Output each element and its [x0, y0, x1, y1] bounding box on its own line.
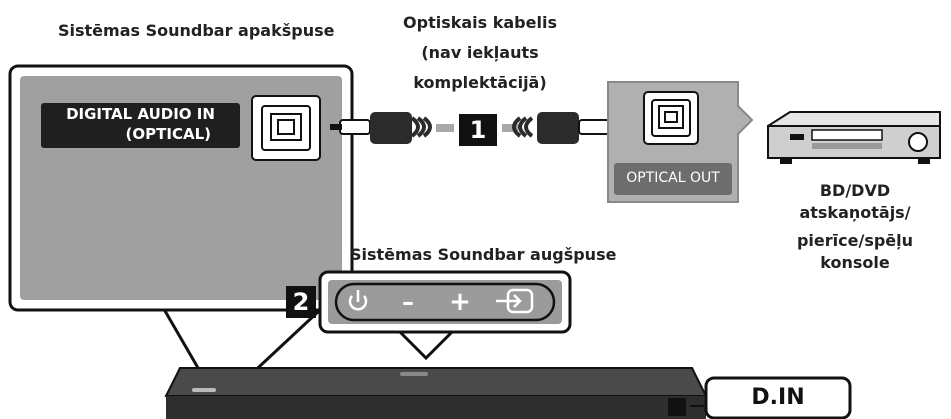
cable-label-line2: (nav iekļauts [421, 43, 539, 62]
cable-label: Optiskais kabelis (nav iekļauts komplekt… [390, 12, 570, 94]
device-label: BD/DVD atskaņotājs/ pierīce/spēļu konsol… [762, 180, 948, 274]
soundbar [164, 367, 708, 419]
optical-port-icon [251, 95, 321, 161]
optical-cable [330, 112, 617, 144]
top-callout-pointer [396, 328, 456, 361]
display-text: D.IN [751, 385, 805, 410]
volume-up-icon: + [449, 287, 471, 317]
volume-down-icon: – [402, 288, 414, 316]
cable-label-line3: komplektācijā) [413, 73, 547, 92]
control-pill [334, 282, 556, 322]
step-2-number: 2 [292, 288, 310, 316]
soundbar-top-label: Sistēmas Soundbar augšpuse [350, 245, 617, 264]
digital-audio-in-text: DIGITAL AUDIO IN (OPTICAL) [44, 104, 237, 144]
digital-audio-in-label-box [41, 103, 240, 148]
bd-dvd-player-icon [767, 111, 941, 164]
source-icon [496, 288, 534, 314]
device-label-line2: pierīce/spēļu konsole [796, 231, 914, 272]
soundbar-bottom-label: Sistēmas Soundbar apakšpuse [58, 21, 335, 40]
power-icon [348, 290, 368, 311]
display-callout [704, 376, 852, 419]
optical-out-label-box [614, 163, 732, 195]
optical-out-port-icon [643, 91, 699, 145]
optical-out-label: OPTICAL OUT [626, 170, 720, 186]
device-label-line1: BD/DVD atskaņotājs/ [799, 181, 911, 222]
cable-label-line1: Optiskais kabelis [403, 13, 557, 32]
step-1-badge [459, 114, 497, 146]
step-1-number: 1 [469, 116, 487, 144]
digital-audio-in-line1: DIGITAL AUDIO IN [66, 105, 215, 123]
digital-audio-in-line2: (OPTICAL) [125, 125, 211, 143]
step-2-badge [286, 286, 316, 318]
